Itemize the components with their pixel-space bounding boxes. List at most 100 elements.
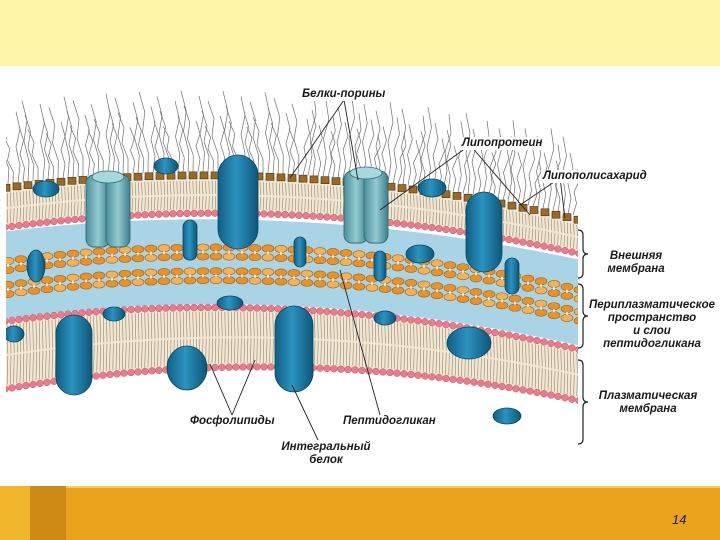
phospholipid-head (575, 397, 578, 405)
lipid-tail (214, 311, 217, 337)
phospholipid-head (183, 209, 191, 218)
lipid-tail (61, 202, 63, 217)
lipid-tail (291, 183, 293, 197)
phospholipid-head (29, 314, 37, 322)
lipid-tail (538, 344, 540, 366)
phospholipid-head (442, 321, 450, 329)
phospholipid-head (36, 379, 44, 388)
lipid-tail (26, 206, 28, 221)
peptidoglycan-bead (313, 247, 327, 256)
phospholipid-head (337, 309, 345, 317)
lipid-tail (317, 199, 319, 213)
lps-fiber (198, 95, 205, 172)
lipid-tail (35, 321, 37, 350)
lipid-tail (208, 311, 210, 337)
lipid-tail (4, 193, 5, 207)
lipid-tail (326, 200, 329, 214)
peptidoglycan-bead (209, 276, 223, 285)
lipid-tail (410, 323, 412, 347)
lipid-tail (240, 338, 242, 364)
peptidoglycan-bead (560, 314, 574, 322)
lps-fiber (401, 108, 407, 185)
lipid-tail (336, 201, 338, 214)
lipid-tail (541, 217, 543, 229)
lipid-tail (307, 199, 309, 212)
lps-core-square (199, 171, 209, 180)
lipid-tail (272, 182, 274, 196)
lipid-tail (266, 338, 268, 363)
lps-core-square (331, 177, 341, 185)
peptidoglycan-bead (261, 268, 275, 276)
phospholipid-head (15, 221, 23, 230)
peptidoglycan-bead (157, 253, 171, 262)
phospholipid-head (218, 363, 226, 372)
lipid-tail (182, 311, 185, 338)
lipid-tail (573, 374, 575, 396)
lipid-tail (580, 226, 581, 237)
lipid-tail (29, 206, 31, 221)
lipid-tail (554, 348, 556, 369)
lipid-tail (515, 363, 517, 385)
peptidoglycan-bead (66, 249, 80, 258)
phospholipid-head (421, 372, 429, 380)
lipid-tail (291, 198, 293, 211)
lipid-tail (352, 342, 354, 366)
peptidoglycan-bead (326, 271, 340, 280)
phospholipid-head (6, 317, 9, 325)
phospholipid-head (176, 209, 184, 218)
phospholipid-head (127, 305, 135, 314)
lipid-tail (544, 346, 546, 367)
lipid-tail (266, 197, 268, 210)
peptidoglycan-bead (404, 288, 418, 296)
peptidoglycan-bead (521, 274, 535, 283)
peptidoglycan-bead (482, 299, 496, 308)
lipid-tail (451, 353, 453, 376)
lipid-tail (122, 342, 124, 370)
lipid-tail (336, 186, 338, 200)
peptidoglycan-bead (534, 286, 548, 295)
lipid-tail (160, 340, 162, 367)
lipid-tail (515, 211, 517, 224)
lipid-tail (112, 343, 114, 371)
peptidoglycan-bead (391, 277, 405, 286)
phospholipid-head (526, 387, 534, 395)
lipid-tail (403, 347, 405, 370)
phospholipid-head (512, 385, 520, 393)
phospholipid-head (337, 214, 345, 222)
peptidoglycan-bead (274, 254, 288, 262)
phospholipid-head (43, 218, 51, 226)
phospholipid-head (323, 364, 331, 373)
lipid-tail (586, 227, 587, 238)
lipid-tail (394, 321, 396, 345)
phospholipid-head (505, 235, 513, 244)
lipid-tail (221, 311, 223, 337)
peptidoglycan-bead (469, 274, 483, 283)
peptidoglycan-bead (105, 279, 119, 288)
peptidoglycan-bead (105, 255, 119, 264)
porin-protein-left (105, 174, 131, 248)
peptidoglycan-bead (287, 269, 301, 277)
lipid-tail (349, 317, 351, 341)
lipid-tail (4, 325, 5, 354)
lipid-tail (374, 319, 377, 343)
lipid-tail (157, 181, 159, 195)
lipid-tail (339, 186, 341, 200)
lipid-tail (490, 359, 492, 381)
lipid-tail (502, 222, 505, 235)
lipid-tail (422, 210, 425, 223)
peptidoglycan-bead (352, 250, 366, 259)
lipid-tail (390, 321, 393, 345)
lps-fiber (39, 103, 46, 181)
peptidoglycan-bead (53, 283, 67, 292)
lipid-tail (186, 196, 188, 210)
phospholipid-head (477, 379, 485, 387)
lipid-tail (179, 181, 181, 195)
phospholipid-head (519, 334, 527, 342)
peptidoglycan-bead (300, 278, 314, 287)
peptidoglycan-bead (6, 281, 15, 289)
lipid-tail (394, 192, 396, 205)
peptidoglycan-bead (404, 265, 418, 273)
lipid-tail (4, 356, 5, 385)
lps-fiber (72, 100, 84, 177)
label-lipoprotein: Липопротеин (460, 137, 545, 150)
